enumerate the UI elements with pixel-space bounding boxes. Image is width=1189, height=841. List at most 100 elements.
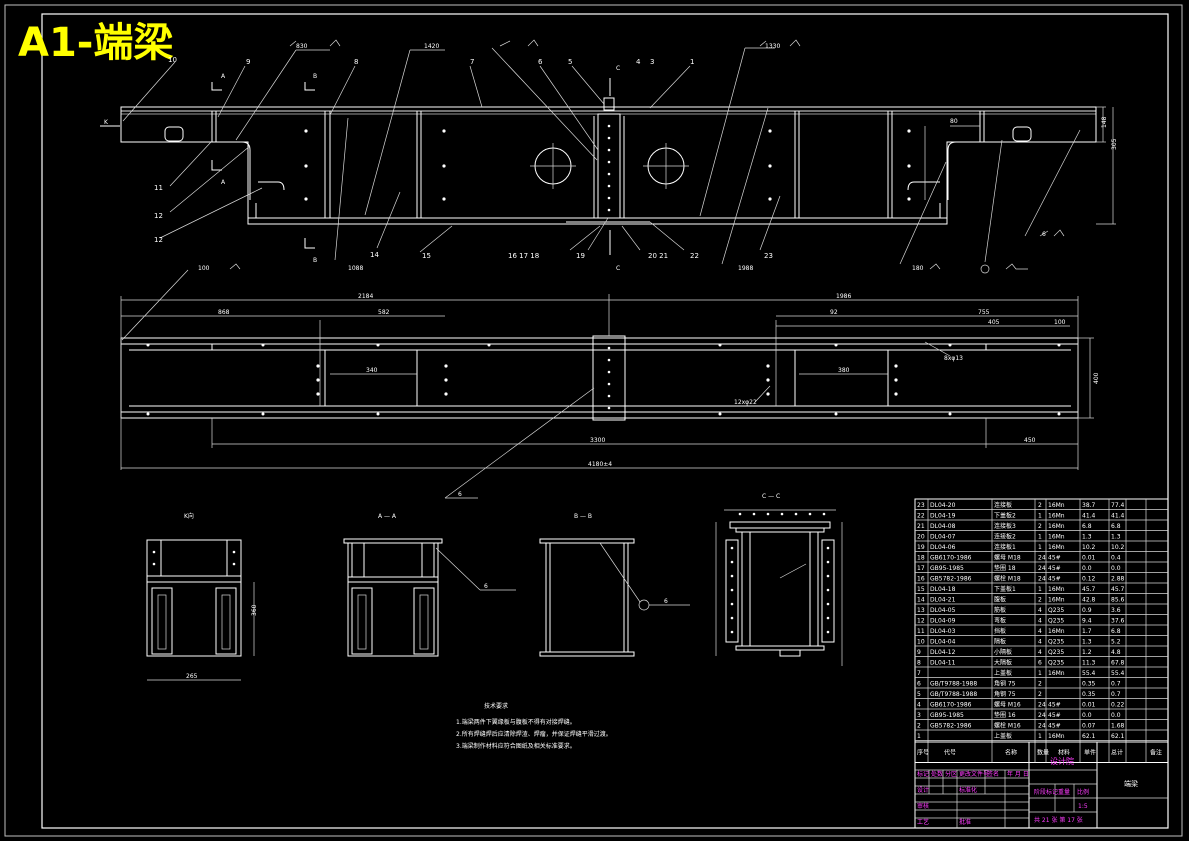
dim-868: 868 bbox=[218, 309, 230, 316]
bom-cell: 8 bbox=[917, 659, 921, 666]
dim-3300: 3300 bbox=[590, 437, 605, 444]
section-cc-label: C — C bbox=[762, 493, 780, 500]
bom-header-cell: 备注 bbox=[1150, 749, 1162, 757]
bom-cell: 隔板 bbox=[994, 637, 1006, 645]
bom-cell: 0.07 bbox=[1082, 722, 1096, 729]
balloon-22: 22 bbox=[690, 252, 699, 260]
bom-cell: 1 bbox=[917, 733, 921, 740]
balloon-12b: 12 bbox=[154, 236, 163, 244]
bom-cell: 1 bbox=[1038, 586, 1042, 593]
bom-cell: DL04-11 bbox=[930, 659, 956, 666]
bom-cell: Q235 bbox=[1048, 659, 1064, 666]
bom-cell: 0.9 bbox=[1082, 607, 1092, 614]
weld-symbols: 830 1420 1330 1088 1988 100 180 6 bbox=[198, 39, 1065, 274]
section-aa-label: A — A bbox=[378, 513, 397, 520]
section-bb-label: B — B bbox=[574, 513, 592, 520]
bom-cell: 1 bbox=[1038, 544, 1042, 551]
note-1: 1.端梁两件下翼缘板与腹板不得有对接焊缝。 bbox=[456, 718, 576, 726]
bom-cell: 18 bbox=[917, 554, 925, 561]
bom-cell: 螺栓 M16 bbox=[994, 721, 1021, 729]
bom-cell: 62.1 bbox=[1111, 733, 1125, 740]
dim-k-265: 265 bbox=[186, 673, 198, 680]
balloon-19: 19 bbox=[576, 252, 585, 260]
bom-cell: 2 bbox=[917, 722, 921, 729]
balloon-11: 11 bbox=[154, 184, 163, 192]
bom-cell: 1.3 bbox=[1082, 533, 1092, 540]
bom-cell: 10.2 bbox=[1111, 544, 1125, 551]
bom-cell: 9.4 bbox=[1082, 617, 1092, 624]
section-a-bottom: A bbox=[221, 179, 226, 186]
bom-cell: 10.2 bbox=[1082, 544, 1096, 551]
k-view: K向 265 360 bbox=[146, 512, 258, 681]
bom-cell: 1.3 bbox=[1082, 638, 1092, 645]
section-letters: A A B B C C K bbox=[104, 65, 620, 272]
bom-cell: 螺栓 M18 bbox=[994, 574, 1021, 582]
bom-cell: 4 bbox=[1038, 649, 1042, 656]
weld-bb: 6 bbox=[664, 598, 668, 605]
bom-cell: 角钢 75 bbox=[994, 679, 1016, 687]
dim-2184: 2184 bbox=[358, 293, 373, 300]
bom-cell: 13 bbox=[917, 607, 925, 614]
bom-cell: 16Mn bbox=[1048, 670, 1065, 677]
bom-cell: 15 bbox=[917, 586, 925, 593]
bom-cell: 0.22 bbox=[1111, 701, 1125, 708]
title-block-dept: 设计院 bbox=[1050, 756, 1074, 766]
bom-cell: 腹板 bbox=[994, 595, 1006, 603]
bom-cell: 垫圈 16 bbox=[994, 711, 1016, 719]
weld-1088: 1088 bbox=[348, 265, 363, 272]
weld-1330: 1330 bbox=[765, 43, 780, 50]
bom-cell: 41.4 bbox=[1082, 512, 1096, 519]
bom-cell: 1.68 bbox=[1111, 722, 1125, 729]
bom-cell: 22 bbox=[917, 512, 925, 519]
bom-cell: 16Mn bbox=[1048, 502, 1065, 509]
bom-cell: 0.35 bbox=[1082, 680, 1096, 687]
bom-cell: 16Mn bbox=[1048, 586, 1065, 593]
bom-cell: 45# bbox=[1048, 712, 1061, 719]
bom-cell: 85.6 bbox=[1111, 596, 1125, 603]
bom-header-cell: 序号 bbox=[917, 749, 929, 757]
weld-aa: 6 bbox=[484, 583, 488, 590]
bom-cell: Q235 bbox=[1048, 638, 1064, 645]
title-block-ratio: 比例 bbox=[1077, 788, 1089, 796]
bom-cell: 螺母 M18 bbox=[994, 553, 1021, 561]
tb-count: 处数 bbox=[931, 770, 943, 778]
bom-cell: 0.01 bbox=[1082, 701, 1096, 708]
bom-header-cell: 代号 bbox=[944, 749, 956, 757]
bom-cell: 1.2 bbox=[1082, 649, 1092, 656]
weld-830: 830 bbox=[296, 43, 308, 50]
bom-cell: 连接板2 bbox=[994, 532, 1016, 540]
bom-cell: 2 bbox=[1038, 502, 1042, 509]
bom-cell: 14 bbox=[917, 596, 925, 603]
dim-1986: 1986 bbox=[836, 293, 851, 300]
bom-cell: 16Mn bbox=[1048, 533, 1065, 540]
bom-cell: GB/T9788-1988 bbox=[930, 680, 977, 687]
title-block-weight: 重量 bbox=[1058, 788, 1070, 796]
notes-heading: 技术要求 bbox=[484, 702, 508, 710]
bom-cell: 45# bbox=[1048, 701, 1061, 708]
bom-cell: DL04-19 bbox=[930, 512, 956, 519]
dim-405: 405 bbox=[988, 319, 1000, 326]
bom-cell: 16Mn bbox=[1048, 544, 1065, 551]
tb-docno: 更改文件号 bbox=[959, 770, 989, 778]
bom-cell: 5 bbox=[917, 691, 921, 698]
bom-cell: 5.2 bbox=[1111, 638, 1121, 645]
tb-review: 审核 bbox=[917, 802, 929, 810]
bom-cell: 0.12 bbox=[1082, 575, 1096, 582]
bom-cell: 45# bbox=[1048, 565, 1061, 572]
bom-cell: GB6170-1986 bbox=[930, 701, 972, 708]
dim-80: 80 bbox=[950, 118, 958, 125]
tb-date: 年 月 日 bbox=[1007, 770, 1029, 778]
weld-100: 100 bbox=[198, 265, 210, 272]
bom-header-cell: 名称 bbox=[1005, 749, 1017, 757]
dim-4180: 4180±4 bbox=[588, 461, 612, 468]
bom-cell: 小隔板 bbox=[994, 648, 1012, 656]
bom-cell: 7 bbox=[917, 670, 921, 677]
balloon-20-21: 20 21 bbox=[648, 252, 668, 260]
bom-cell: 11 bbox=[917, 628, 925, 635]
bom-cell: GB5782-1986 bbox=[930, 722, 972, 729]
title-block-stage: 阶段标记 bbox=[1034, 788, 1058, 796]
bom-cell: 77.4 bbox=[1111, 502, 1125, 509]
bom-cell: 17 bbox=[917, 565, 925, 572]
bom-cell: 上盖板 bbox=[994, 732, 1012, 740]
